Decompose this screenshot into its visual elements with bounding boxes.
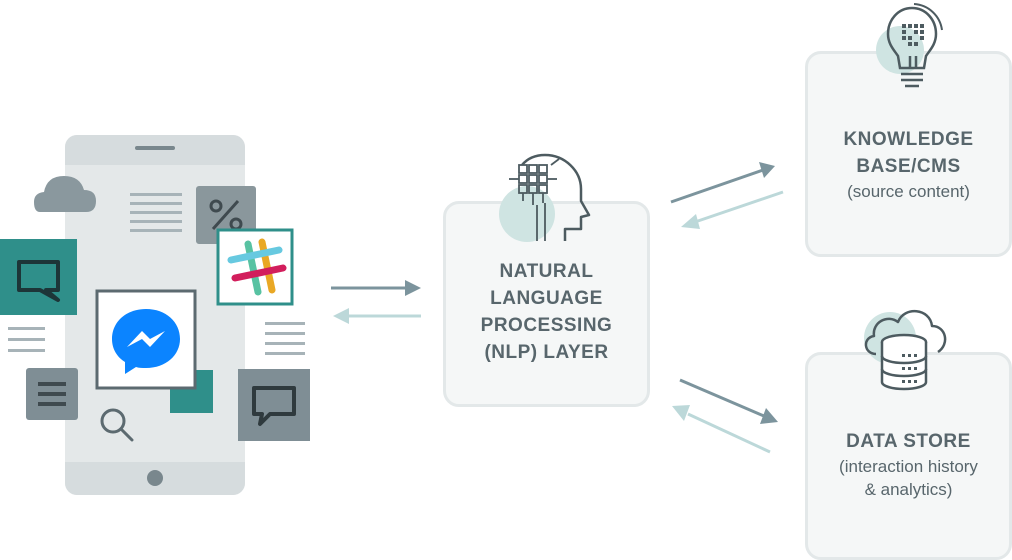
arrow-to-knowledge bbox=[670, 162, 775, 204]
nlp-knowledge-arrows bbox=[670, 162, 784, 229]
knowledge-base-label: KNOWLEDGE BASE/CMS (source content) bbox=[805, 126, 1012, 203]
data-store-subtitle-line: & analytics) bbox=[864, 480, 953, 499]
arrow-to-datastore bbox=[679, 378, 778, 424]
document-icon bbox=[26, 368, 78, 420]
nlp-title-line: NATURAL bbox=[499, 261, 594, 282]
cloud-database-icon bbox=[864, 310, 947, 391]
ai-head-icon bbox=[499, 153, 591, 242]
nlp-layer-title: NATURAL LANGUAGE PROCESSING (NLP) LAYER bbox=[443, 258, 650, 366]
channels-illustration bbox=[0, 135, 310, 495]
knowledge-title-line: KNOWLEDGE bbox=[843, 129, 974, 150]
arrow-from-datastore bbox=[672, 405, 771, 454]
nlp-title-line: LANGUAGE bbox=[490, 288, 603, 309]
channel-nlp-arrows bbox=[331, 280, 421, 324]
slack-icon bbox=[216, 228, 294, 306]
nlp-title-line: (NLP) LAYER bbox=[484, 342, 609, 363]
chat-tile-left bbox=[0, 239, 77, 315]
knowledge-title-line: BASE/CMS bbox=[856, 156, 961, 177]
search-icon bbox=[100, 408, 134, 442]
arrow-to-nlp bbox=[331, 280, 421, 296]
text-lines-right bbox=[265, 322, 305, 355]
chat-bubble-icon bbox=[238, 369, 310, 441]
lightbulb-icon bbox=[876, 3, 943, 88]
messenger-icon bbox=[95, 289, 197, 390]
arrow-from-knowledge bbox=[681, 190, 784, 229]
nlp-datastore-arrows bbox=[672, 378, 778, 454]
text-lines-top bbox=[130, 193, 182, 232]
data-store-subtitle-line: (interaction history bbox=[839, 457, 978, 476]
nlp-title-line: PROCESSING bbox=[480, 315, 613, 336]
text-lines-left bbox=[8, 327, 45, 352]
knowledge-subtitle: (source content) bbox=[847, 182, 970, 201]
data-store-title: DATA STORE bbox=[846, 431, 971, 452]
cloud-icon bbox=[34, 176, 96, 212]
arrow-from-nlp bbox=[333, 308, 421, 324]
data-store-label: DATA STORE (interaction history & analyt… bbox=[805, 428, 1012, 501]
